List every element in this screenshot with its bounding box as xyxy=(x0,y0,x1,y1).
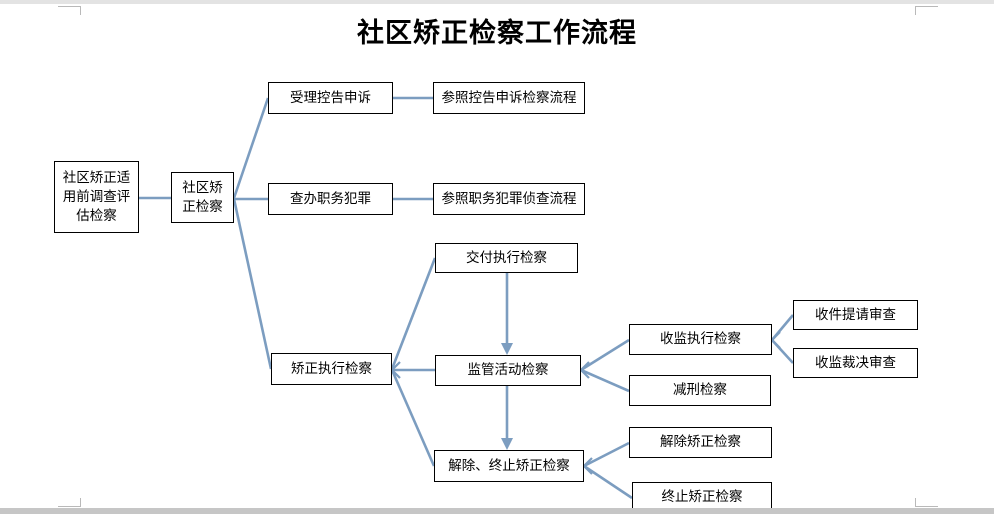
margin-mark-top-left xyxy=(58,6,81,15)
node-receive-request-review[interactable]: 收件提请审查 xyxy=(793,300,918,330)
page-title: 社区矫正检察工作流程 xyxy=(357,18,637,49)
node-duty-crime-reference[interactable]: 参照职务犯罪侦查流程 xyxy=(433,183,585,215)
node-accept-complaint[interactable]: 受理控告申诉 xyxy=(268,82,393,114)
node-complaint-reference[interactable]: 参照控告申诉检察流程 xyxy=(433,82,585,114)
margin-mark-bottom-left xyxy=(58,498,81,507)
edge-supervision-sentencereduction xyxy=(580,368,630,393)
node-prison-decision-review[interactable]: 收监裁决审查 xyxy=(793,348,918,378)
margin-mark-top-right xyxy=(915,6,938,15)
node-community-correction[interactable]: 社区矫 正检察 xyxy=(171,172,234,223)
node-supervision-activity[interactable]: 监管活动检察 xyxy=(435,355,581,386)
page-top-rule xyxy=(0,0,994,4)
node-prison-execution[interactable]: 收监执行检察 xyxy=(629,324,772,355)
edge-communitycorrection-correctionexec xyxy=(232,198,273,370)
node-investigate-duty-crime[interactable]: 查办职务犯罪 xyxy=(268,183,393,215)
arrowhead-prisonexec-right xyxy=(770,331,781,349)
node-sentence-reduction[interactable]: 减刑检察 xyxy=(629,375,771,406)
node-delivery-execution[interactable]: 交付执行检察 xyxy=(435,243,578,273)
arrowhead-releaseterminate-right xyxy=(582,457,593,475)
edge-releaseterminate-terminatecorrection xyxy=(583,464,633,500)
node-terminate-correction[interactable]: 终止矫正检察 xyxy=(632,482,772,513)
node-release-terminate[interactable]: 解除、终止矫正检察 xyxy=(434,450,584,482)
node-pre-assessment[interactable]: 社区矫正适 用前调查评 估检察 xyxy=(54,161,139,233)
arrowhead-correctionexec-left xyxy=(390,361,401,379)
arrowhead-supervision xyxy=(501,343,513,355)
edge-releaseterminate-releasecorrection xyxy=(583,441,630,468)
edge-correctionexec-deliveryexec xyxy=(390,257,437,370)
margin-mark-bottom-right xyxy=(915,498,938,507)
edge-supervision-prisonexec xyxy=(580,338,630,372)
page-bottom-bar xyxy=(0,508,994,514)
arrowhead-releaseterminate xyxy=(501,438,513,450)
edge-correctionexec-releaseterminate xyxy=(390,369,436,467)
node-release-correction[interactable]: 解除矫正检察 xyxy=(629,427,772,458)
arrowhead-supervision-right xyxy=(579,361,590,379)
node-correction-execution[interactable]: 矫正执行检察 xyxy=(271,353,392,385)
edge-communitycorrection-acceptcomplaint xyxy=(232,97,270,199)
